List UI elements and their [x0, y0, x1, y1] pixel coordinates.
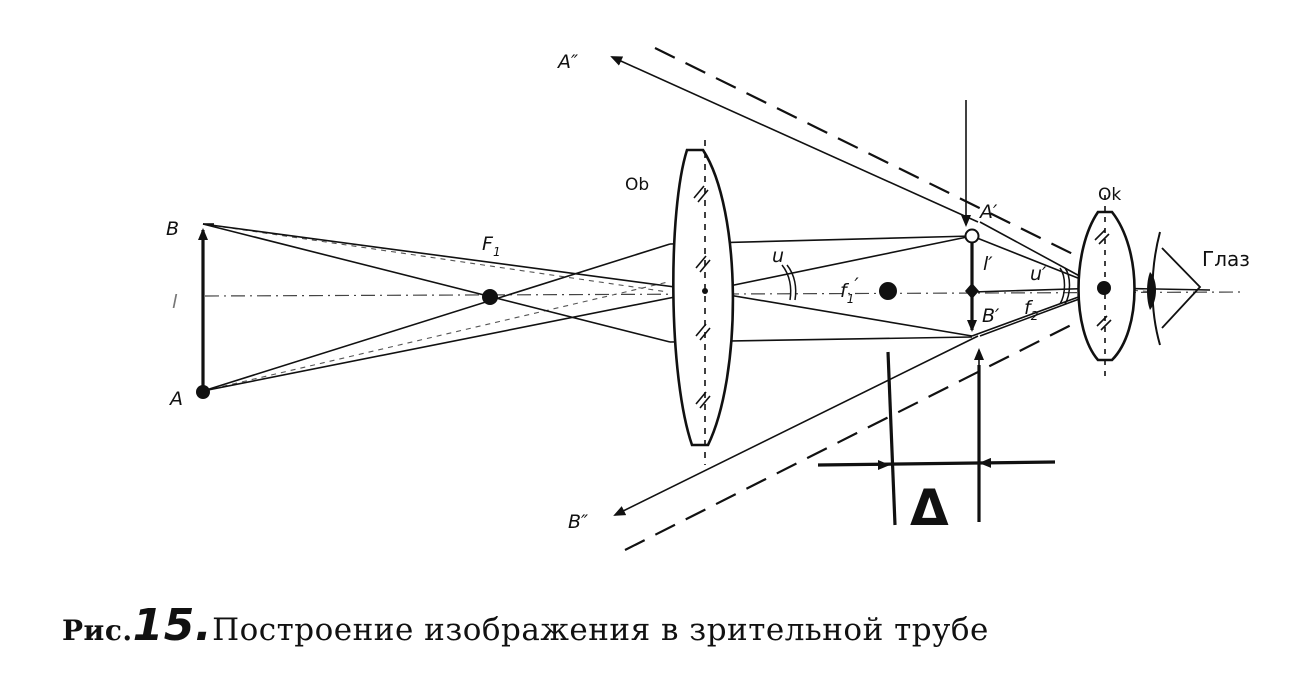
label-eye: Глаз: [1202, 247, 1250, 271]
label-a: A: [168, 388, 183, 410]
eyepiece-hatches: [1094, 229, 1112, 331]
label-delta: Δ: [910, 479, 949, 537]
caption-number: 15.: [132, 600, 213, 651]
label-u-prime: u′: [1030, 263, 1047, 285]
image-axis-diamond: [965, 283, 979, 299]
caption-text: Построение изображения в зрительной труб…: [212, 612, 989, 648]
dashed-rays: [624, 47, 1086, 551]
label-b-prime: B′: [982, 305, 1000, 327]
objective-hatches: [693, 185, 711, 409]
label-u: u: [772, 245, 784, 267]
label-object-size: l: [172, 291, 178, 313]
label-eyepiece: Ok: [1098, 185, 1121, 205]
angle-u-prime-arc: [1059, 267, 1066, 305]
focal-point-f1: [482, 289, 498, 305]
angle-u-arc: [781, 264, 792, 301]
label-l-prime: l′: [983, 253, 993, 275]
figure-caption: Рис.15.Построение изображения в зрительн…: [62, 600, 989, 651]
eyepiece-center-point: [1097, 281, 1111, 295]
label-f1: F1: [482, 233, 501, 259]
objective-lens: [672, 148, 735, 447]
eye-icon: [1147, 231, 1202, 346]
label-a-prime: A′: [978, 201, 998, 223]
object-rays-thin: [202, 223, 669, 392]
label-f2: f2: [1024, 297, 1038, 323]
objective-center-point: [702, 288, 708, 294]
label-b-double-prime: B″: [568, 511, 588, 533]
label-f1-prime: f1′: [840, 274, 859, 306]
angle-u-arc-2: [786, 264, 797, 301]
object-point-a: [196, 385, 210, 399]
objective-rays: [202, 223, 973, 392]
label-a-double-prime: A″: [556, 51, 578, 73]
caption-prefix: Рис.: [62, 614, 133, 647]
label-b: B: [166, 218, 179, 240]
focal-point-f1-prime: [879, 282, 897, 300]
angle-u-prime-arc-2: [1064, 267, 1071, 305]
image-point-a-prime: [964, 228, 980, 244]
delta-measure: [817, 348, 1056, 526]
label-objective: Ob: [625, 175, 649, 195]
